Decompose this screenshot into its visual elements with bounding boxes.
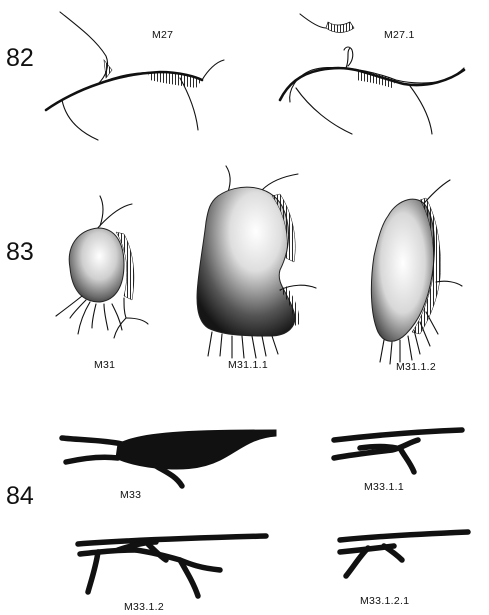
- label-m33-1-2-1: M33.1.2.1: [360, 595, 409, 607]
- label-m33-1-1: M33.1.1: [364, 481, 404, 493]
- label-m31-1-1: M31.1.1: [228, 359, 268, 371]
- label-m33: M33: [120, 489, 141, 501]
- drawing-m27-1: [280, 14, 464, 134]
- drawing-m33-1-2-1: [340, 532, 468, 576]
- label-m27: M27: [152, 29, 173, 41]
- figure-number-82: 82: [6, 44, 34, 72]
- label-m31-1-2: M31.1.2: [396, 361, 436, 373]
- figure-number-83: 83: [6, 238, 34, 266]
- label-m33-1-2: M33.1.2: [124, 601, 164, 613]
- drawing-m27: [46, 12, 224, 140]
- label-m27-1: M27.1: [384, 29, 415, 41]
- drawing-m31: [56, 196, 148, 338]
- drawing-m33-1-1: [334, 430, 462, 472]
- drawing-m31-1-1: [197, 166, 316, 358]
- label-m31: M31: [94, 359, 115, 371]
- drawing-m31-1-2: [371, 180, 462, 364]
- figure-number-84: 84: [6, 482, 34, 510]
- drawing-m33-1-2: [78, 536, 266, 596]
- drawing-m33: [62, 430, 276, 486]
